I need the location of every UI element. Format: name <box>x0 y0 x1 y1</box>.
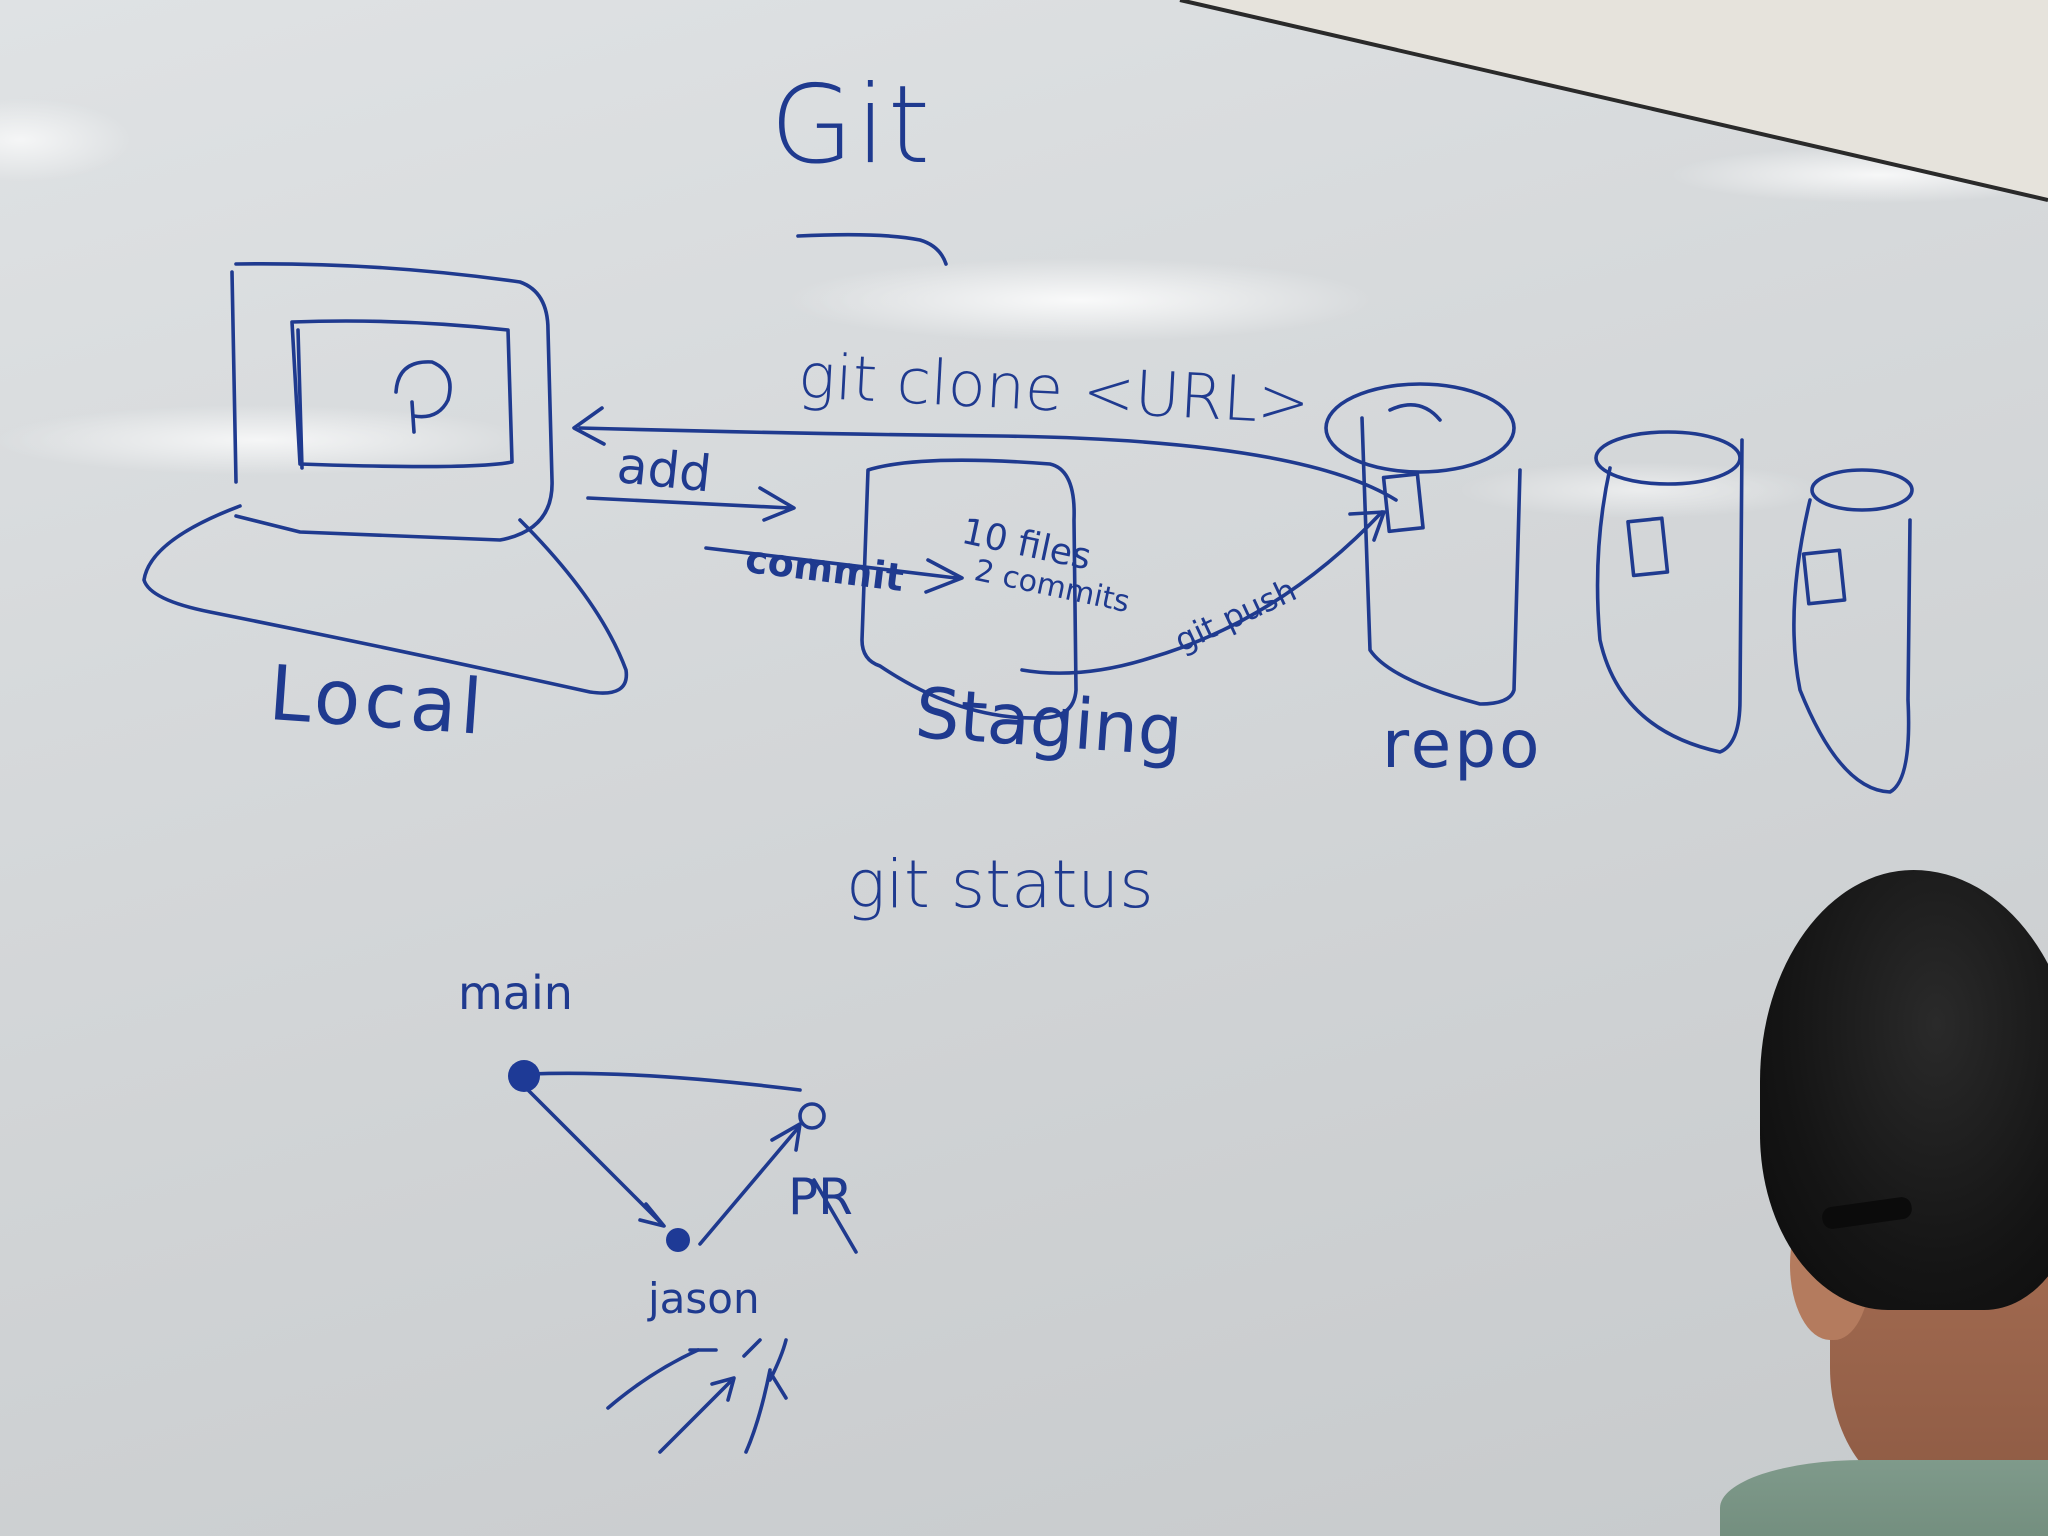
clone-arrow <box>572 406 1398 502</box>
repo-label: repo <box>1382 706 1543 783</box>
title-text: Git <box>770 63 933 188</box>
title-underline <box>796 232 948 266</box>
branch-pr-label: PR <box>788 1168 853 1226</box>
local-label: Local <box>266 648 489 752</box>
branch-graph <box>508 1060 858 1254</box>
person-head <box>1720 870 2048 1536</box>
repo-cylinder <box>1324 382 1522 706</box>
staging-box <box>860 458 1078 720</box>
branch-jason-label: jason <box>648 1274 760 1323</box>
push-arrow <box>1020 510 1386 675</box>
repo-cylinder-2 <box>1594 430 1744 754</box>
staging-label: Staging <box>912 672 1186 773</box>
add-label: add <box>614 436 715 504</box>
commit-arrow <box>704 546 964 594</box>
commit-node-jason <box>666 1228 690 1252</box>
commit-scribbles <box>606 1338 788 1454</box>
repo-cylinder-3 <box>1792 468 1914 794</box>
computer-drawing <box>142 262 629 695</box>
commit-node-pr <box>798 1102 826 1130</box>
add-arrow <box>586 486 796 522</box>
person-hair <box>1760 870 2048 1310</box>
git-status-label: git status <box>846 846 1154 923</box>
commit-node-main <box>508 1060 540 1092</box>
branch-main-label: main <box>458 966 573 1020</box>
person-shirt <box>1720 1460 2048 1536</box>
